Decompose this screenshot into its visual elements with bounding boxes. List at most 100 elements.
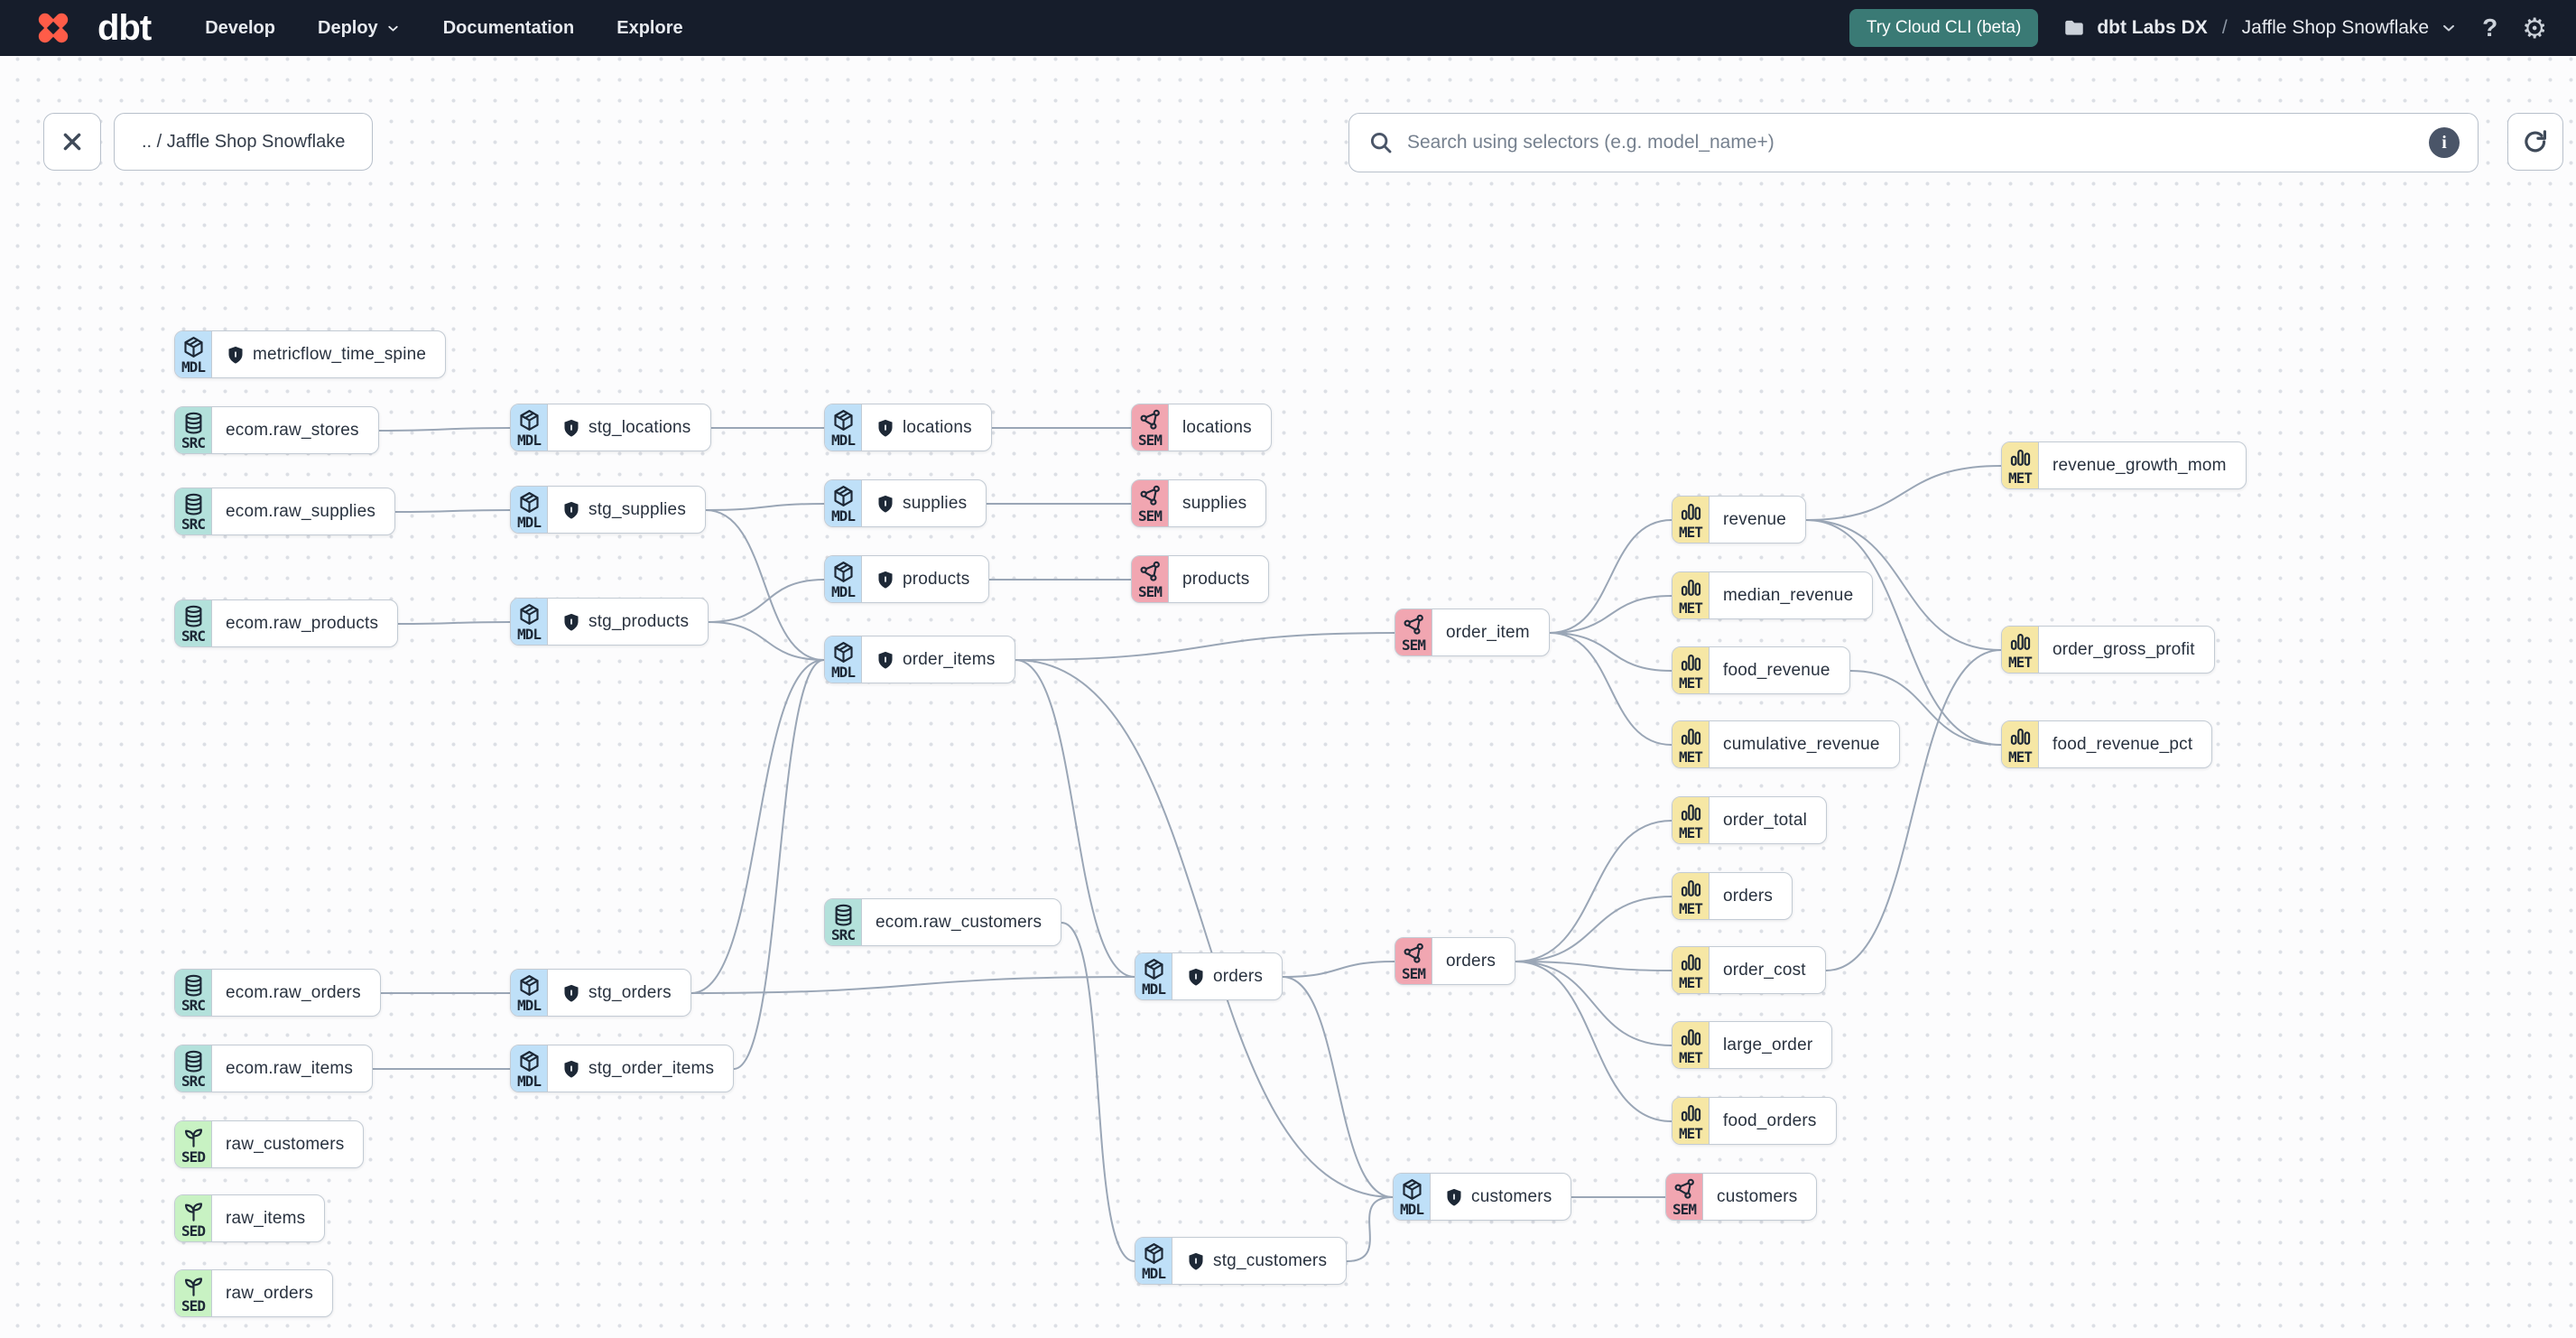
node-body: locations — [862, 404, 991, 451]
node-type-tag: MDL — [1400, 1200, 1424, 1218]
node-label: stg_locations — [588, 417, 691, 437]
database-icon — [835, 904, 851, 925]
nav-link-deploy[interactable]: Deploy — [318, 18, 401, 39]
node-type-tag: MET — [1679, 973, 1703, 991]
dbt-brand[interactable]: dbt — [97, 7, 152, 48]
node-type-tab: MET — [1673, 873, 1710, 919]
graph-node-sem_supplies[interactable]: SEM supplies — [1131, 479, 1267, 527]
close-lineage-button[interactable] — [43, 113, 101, 171]
edge-raw_stores-to-stg_locations — [378, 427, 511, 432]
edge-stg_orders-to-order_items — [690, 659, 825, 994]
help-icon[interactable]: ? — [2482, 14, 2498, 42]
shield-icon — [564, 501, 579, 519]
node-label: customers — [1471, 1186, 1552, 1206]
seed-sprout-icon — [184, 1202, 202, 1222]
node-body: customers — [1431, 1174, 1571, 1220]
node-body: ecom.raw_stores — [212, 407, 378, 453]
model-cube-icon — [833, 485, 853, 506]
node-label: products — [1182, 569, 1250, 589]
node-body: ecom.raw_products — [212, 600, 397, 646]
graph-node-sem_products[interactable]: SEM products — [1131, 555, 1270, 603]
edge-stg_orders-to-mdl_orders — [690, 976, 1135, 994]
gear-icon[interactable]: ⚙ — [2522, 12, 2547, 44]
shield-icon — [878, 571, 893, 589]
nav-link-explore[interactable]: Explore — [616, 17, 683, 38]
edge-order_items-to-mdl_customers — [1015, 659, 1394, 1198]
search-bar[interactable]: i — [1348, 113, 2479, 172]
node-label: supplies — [1182, 493, 1247, 513]
node-type-tab: SEM — [1132, 480, 1169, 526]
node-type-tag: MDL — [831, 663, 856, 681]
nav-link-documentation[interactable]: Documentation — [442, 17, 575, 38]
node-type-tab: MDL — [511, 599, 548, 645]
node-body: supplies — [862, 480, 986, 526]
info-icon[interactable]: i — [2429, 127, 2460, 158]
nav-link-develop[interactable]: Develop — [205, 17, 275, 38]
search-input[interactable] — [1407, 132, 2429, 153]
node-body: locations — [1169, 404, 1271, 451]
node-body: food_orders — [1710, 1098, 1836, 1144]
semantic-model-icon — [1674, 1178, 1694, 1199]
edge-sem_orders-to-met_large_order — [1515, 961, 1673, 1046]
node-type-tag: SRC — [181, 515, 206, 533]
node-type-tab: MET — [1673, 947, 1710, 993]
refresh-button[interactable] — [2507, 113, 2563, 171]
semantic-model-icon — [1140, 485, 1160, 506]
project-selector[interactable]: Jaffle Shop Snowflake — [2241, 17, 2430, 38]
node-body: large_order — [1710, 1022, 1831, 1068]
node-label: revenue_growth_mom — [2052, 455, 2227, 475]
breadcrumb[interactable]: .. / Jaffle Shop Snowflake — [114, 113, 374, 171]
metric-bars-icon — [1681, 579, 1700, 596]
node-type-tab: SEM — [1132, 556, 1169, 602]
node-label: raw_orders — [226, 1283, 314, 1303]
model-cube-icon — [519, 409, 539, 431]
chevron-down-icon[interactable] — [2440, 19, 2458, 37]
account-name[interactable]: dbt Labs DX — [2097, 17, 2208, 38]
model-cube-icon — [519, 1050, 539, 1072]
node-label: large_order — [1723, 1035, 1813, 1055]
graph-node-mdl_customers[interactable]: MDL customers — [1393, 1173, 1572, 1221]
dbt-logo-icon[interactable] — [32, 7, 74, 49]
node-label: ecom.raw_items — [226, 1058, 354, 1078]
metric-bars-icon — [1681, 1028, 1700, 1045]
try-cloud-cli-button[interactable]: Try Cloud CLI (beta) — [1849, 9, 2039, 47]
